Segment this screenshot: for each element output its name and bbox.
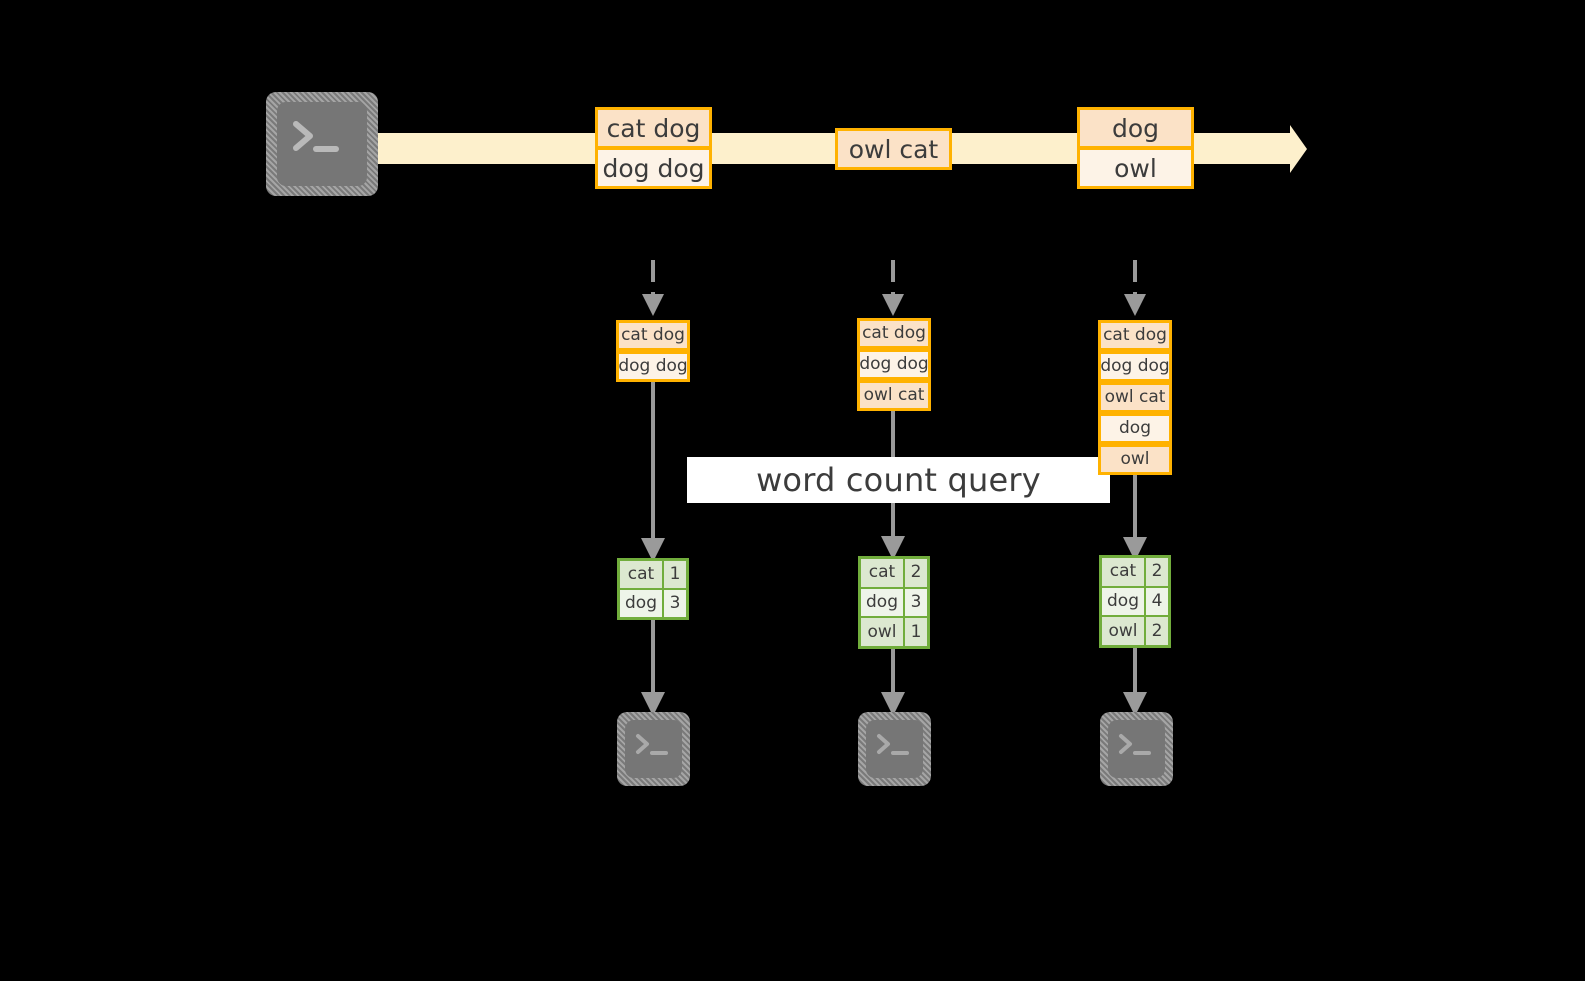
cell-word: owl: [861, 618, 905, 647]
stream-event-1-line-1: cat dog: [595, 107, 712, 149]
terminal-prompt-glyph: [636, 734, 668, 755]
query-label-text: word count query: [756, 461, 1041, 499]
icon-face: [866, 720, 923, 778]
cell-count: 1: [669, 564, 681, 584]
icon-face: [1108, 720, 1165, 778]
snapshot-1-sink-connector: [628, 620, 678, 718]
snapshot-3-result-table: cat 2 dog 4 owl 2: [1099, 555, 1171, 648]
table-row: dog 4: [1102, 587, 1168, 618]
table-row: cat 2: [861, 559, 927, 589]
table-row: cat 1: [620, 561, 686, 590]
dashed-connector-2: [868, 258, 918, 320]
snapshot-3-input-line-3: owl cat: [1098, 382, 1172, 413]
terminal-prompt-glyph: [1119, 734, 1151, 755]
cell-count: 1: [910, 621, 922, 642]
table-row: owl 2: [1102, 617, 1168, 646]
cell-count: 2: [1151, 561, 1163, 582]
cell-count: 2: [910, 562, 922, 583]
table-row: dog 3: [861, 588, 927, 619]
dashed-connector-1: [628, 258, 678, 320]
cell-word: dog: [620, 590, 664, 617]
snapshot-1-sink-terminal-icon[interactable]: [617, 712, 690, 786]
snapshot-1-input-line-1: cat dog: [616, 320, 690, 351]
source-terminal-icon[interactable]: [266, 92, 378, 196]
snapshot-3-input-line-4: dog: [1098, 413, 1172, 444]
cell-count: 4: [1151, 591, 1163, 611]
snapshot-3-input-line-2: dog dog: [1098, 351, 1172, 382]
timeline-arrowhead: [1290, 125, 1307, 173]
stream-event-3-line-1: dog: [1077, 107, 1194, 149]
snapshot-3-input-line-5: owl: [1098, 444, 1172, 475]
cell-word: dog: [1102, 587, 1146, 616]
cell-count: 2: [1151, 620, 1163, 641]
snapshot-2-input-line-2: dog dog: [857, 349, 931, 380]
snapshot-2-input-line-3: owl cat: [857, 380, 931, 411]
query-label-band: word count query: [687, 457, 1110, 503]
cell-word: cat: [861, 559, 905, 587]
icon-face: [277, 102, 367, 186]
table-row: dog 3: [620, 590, 686, 617]
terminal-prompt-glyph: [877, 734, 909, 755]
cell-word: cat: [1102, 558, 1146, 586]
snapshot-1-result-table: cat 1 dog 3: [617, 558, 689, 620]
cell-word: owl: [1102, 617, 1146, 646]
snapshot-3-input-line-1: cat dog: [1098, 320, 1172, 351]
stream-event-2-line-1: owl cat: [835, 128, 952, 170]
terminal-prompt-glyph: [293, 121, 339, 152]
table-row: owl 1: [861, 618, 927, 647]
dashed-connector-3: [1110, 258, 1160, 320]
snapshot-2-input-line-1: cat dog: [857, 318, 931, 349]
cell-count: 3: [669, 593, 681, 613]
cell-word: dog: [861, 588, 905, 617]
cell-count: 3: [910, 592, 922, 612]
snapshot-2-sink-terminal-icon[interactable]: [858, 712, 931, 786]
snapshot-1-input-line-2: dog dog: [616, 351, 690, 382]
snapshot-2-sink-connector: [868, 649, 918, 718]
snapshot-3-sink-connector: [1110, 648, 1160, 718]
cell-word: cat: [620, 561, 664, 588]
event-stream-timeline: [0, 0, 1585, 300]
icon-face: [625, 720, 682, 778]
snapshot-3-query-connector: [1110, 475, 1160, 563]
stream-event-1-line-2: dog dog: [595, 147, 712, 189]
snapshot-1-query-connector: [628, 382, 678, 564]
stream-event-3-line-2: owl: [1077, 147, 1194, 189]
snapshot-3-sink-terminal-icon[interactable]: [1100, 712, 1173, 786]
table-row: cat 2: [1102, 558, 1168, 588]
snapshot-2-result-table: cat 2 dog 3 owl 1: [858, 556, 930, 649]
